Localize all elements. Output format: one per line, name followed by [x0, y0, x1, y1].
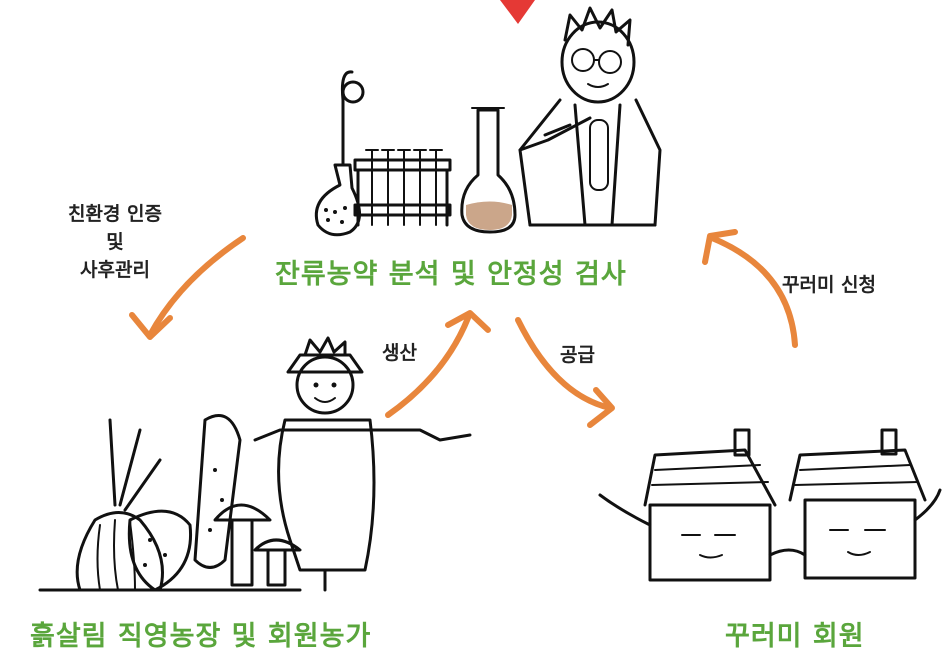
red-marker — [500, 0, 535, 24]
lab-scientist-illustration — [518, 6, 662, 227]
edge-production-label: 생산 — [382, 342, 417, 364]
arrow-lab-to-farm — [147, 235, 246, 338]
node-farm-label: 흙살림 직영농장 및 회원농가 — [30, 621, 372, 652]
edge-apply-label: 꾸러미 신청 — [782, 274, 877, 296]
node-members-label: 꾸러미 회원 — [725, 621, 865, 652]
scarecrow-illustration — [253, 336, 472, 592]
farm-vegetables-illustration — [38, 414, 302, 592]
edge-supply-label: 공급 — [560, 344, 595, 366]
arrow-members-to-lab — [709, 235, 798, 348]
cycle-arrows — [129, 229, 798, 428]
member-houses-illustration — [598, 428, 942, 582]
arrow-farm-to-lab — [385, 315, 471, 418]
certification-line-3: 사후관리 — [80, 259, 150, 281]
node-lab-label: 잔류농약 분석 및 안정성 검사 — [275, 259, 627, 290]
edge-certification-label: 친환경 인증 및 사후관리 — [40, 200, 190, 284]
arrow-lab-to-members — [515, 317, 613, 411]
lab-glassware-illustration — [314, 70, 517, 237]
certification-line-2: 및 — [106, 231, 124, 253]
certification-line-1: 친환경 인증 — [67, 203, 162, 225]
